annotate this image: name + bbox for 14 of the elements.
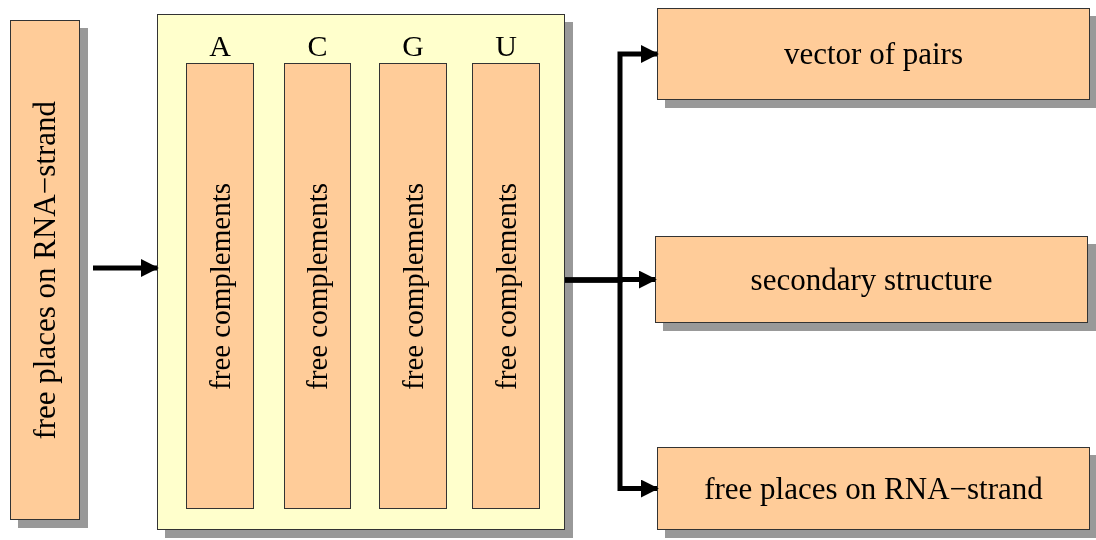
column-heading: C — [306, 29, 329, 63]
arrow — [565, 277, 659, 498]
column-heading: G — [401, 29, 425, 63]
arrow — [93, 259, 159, 277]
box-label: free places on RNA−strand — [704, 470, 1043, 507]
column-label: free complements — [396, 182, 430, 390]
box-label: secondary structure — [750, 261, 993, 298]
box-label: vector of pairs — [783, 36, 963, 72]
column-heading: A — [208, 29, 232, 63]
box-label: free places on RNA−strand — [27, 100, 63, 440]
column-label: free complements — [301, 182, 334, 390]
column-heading: U — [494, 29, 518, 63]
column-label: free complements — [489, 182, 523, 390]
column-label: free complements — [203, 182, 237, 390]
